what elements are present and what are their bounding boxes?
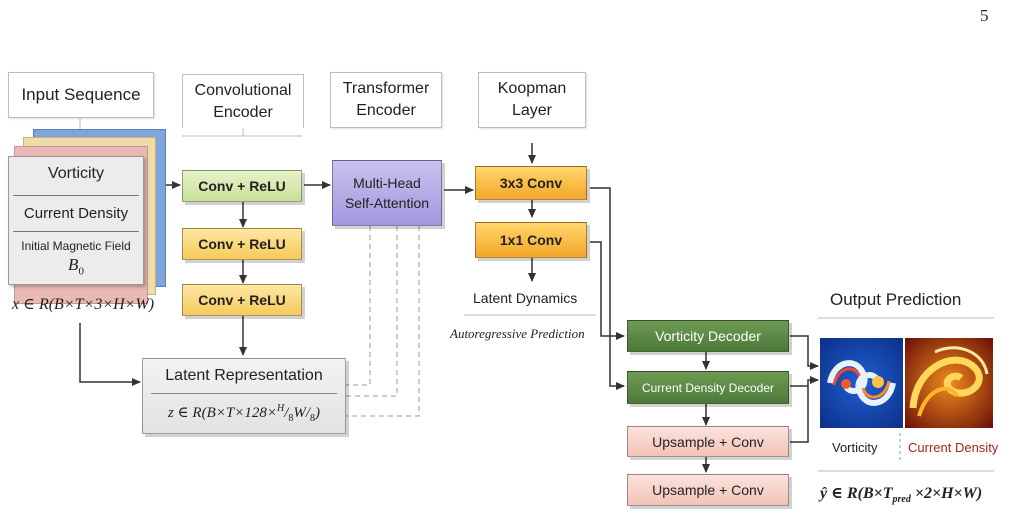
header-transformer-line1: Transformer bbox=[342, 80, 430, 97]
latent-dynamics-label: Latent Dynamics bbox=[473, 290, 578, 306]
input-shape-label: x ∈ R(B×T×3×H×W) bbox=[12, 296, 155, 313]
current-density-decoder-block: Current Density Decoder bbox=[627, 371, 789, 404]
latent-shape-suffix: ) bbox=[315, 405, 321, 421]
output-shape-label: ŷ ∈ R(B×Tpred ×2×H×W) bbox=[820, 483, 982, 505]
vorticity-decoder-block: Vorticity Decoder bbox=[627, 320, 789, 352]
upsample-conv-block-2: Upsample + Conv bbox=[627, 474, 789, 506]
header-conv-encoder: Convolutional Encoder bbox=[182, 74, 304, 128]
header-output-prediction: Output Prediction bbox=[830, 290, 962, 309]
header-conv-line1: Convolutional bbox=[194, 81, 292, 99]
koopman-3x3-conv-block: 3x3 Conv bbox=[475, 166, 587, 200]
dashed-attention-link-1 bbox=[346, 226, 371, 386]
latent-w-den: 8 bbox=[310, 413, 316, 424]
b0-subscript: 0 bbox=[78, 265, 84, 278]
header-transformer-line2: Encoder bbox=[356, 102, 416, 119]
input-magnetic-field-label: Initial Magnetic Field bbox=[21, 239, 131, 253]
input-current-density-label: Current Density bbox=[23, 205, 129, 222]
input-front-card: Vorticity Current Density Initial Magnet… bbox=[8, 156, 144, 285]
output-shape-prefix: ŷ ∈ R(B×T bbox=[820, 485, 893, 502]
upsample-conv-block-1: Upsample + Conv bbox=[627, 426, 789, 457]
latent-shape-prefix: z ∈ R(B×T×128× bbox=[167, 405, 277, 421]
attention-line2: Self-Attention bbox=[344, 195, 430, 211]
latent-divider bbox=[151, 393, 337, 394]
input-b0-symbol: B0 bbox=[9, 255, 143, 277]
latent-shape: z ∈ R(B×T×128×H/8W/8) bbox=[167, 403, 321, 424]
dashed-attention-link-2 bbox=[346, 226, 398, 397]
output-current-density-label: Current Density bbox=[908, 440, 999, 455]
conv-relu-block-1: Conv + ReLU bbox=[182, 170, 302, 202]
input-divider-2 bbox=[13, 231, 139, 232]
input-vorticity-label: Vorticity bbox=[47, 165, 104, 182]
arrow-1x1-to-vorticity-decoder bbox=[590, 241, 625, 340]
header-koopman-line1: Koopman bbox=[497, 80, 567, 97]
arrow-input-to-latent bbox=[79, 323, 141, 386]
conv-relu-block-2: Conv + ReLU bbox=[182, 228, 302, 260]
arrow-vort-dec-to-output bbox=[790, 335, 819, 370]
header-koopman-layer: Koopman Layer bbox=[478, 72, 586, 128]
latent-h-den: 8 bbox=[288, 413, 294, 424]
latent-h-num: H bbox=[276, 403, 285, 414]
koopman-1x1-conv-block: 1x1 Conv bbox=[475, 222, 587, 258]
arrow-koopman-to-current-decoder bbox=[590, 187, 625, 390]
attention-line1: Multi-Head bbox=[353, 175, 421, 191]
latent-title: Latent Representation bbox=[165, 367, 323, 384]
latent-representation-block: Latent Representation z ∈ R(B×T×128×H/8W… bbox=[142, 358, 346, 434]
latent-w-num: W bbox=[293, 405, 306, 421]
header-input-sequence: Input Sequence bbox=[8, 72, 154, 118]
output-vorticity-label: Vorticity bbox=[832, 440, 878, 455]
current-density-output-image bbox=[905, 338, 993, 428]
dashed-attention-link-3 bbox=[346, 226, 420, 417]
header-transformer-encoder: Transformer Encoder bbox=[330, 72, 442, 128]
conv-relu-block-3: Conv + ReLU bbox=[182, 284, 302, 316]
header-conv-line2: Encoder bbox=[213, 103, 273, 121]
output-shape-suffix: ×2×H×W) bbox=[910, 485, 983, 502]
b0-letter: B bbox=[68, 255, 79, 274]
vorticity-output-image bbox=[820, 338, 903, 428]
header-koopman-line2: Layer bbox=[511, 102, 553, 119]
page-number: 5 bbox=[980, 6, 989, 25]
autoregressive-label: Autoregressive Prediction bbox=[450, 326, 585, 341]
multi-head-attention-block: Multi-Head Self-Attention bbox=[332, 160, 442, 226]
output-shape-sub: pred bbox=[892, 494, 911, 506]
arrow-upsample-to-output bbox=[790, 376, 819, 443]
input-divider-1 bbox=[13, 195, 139, 196]
